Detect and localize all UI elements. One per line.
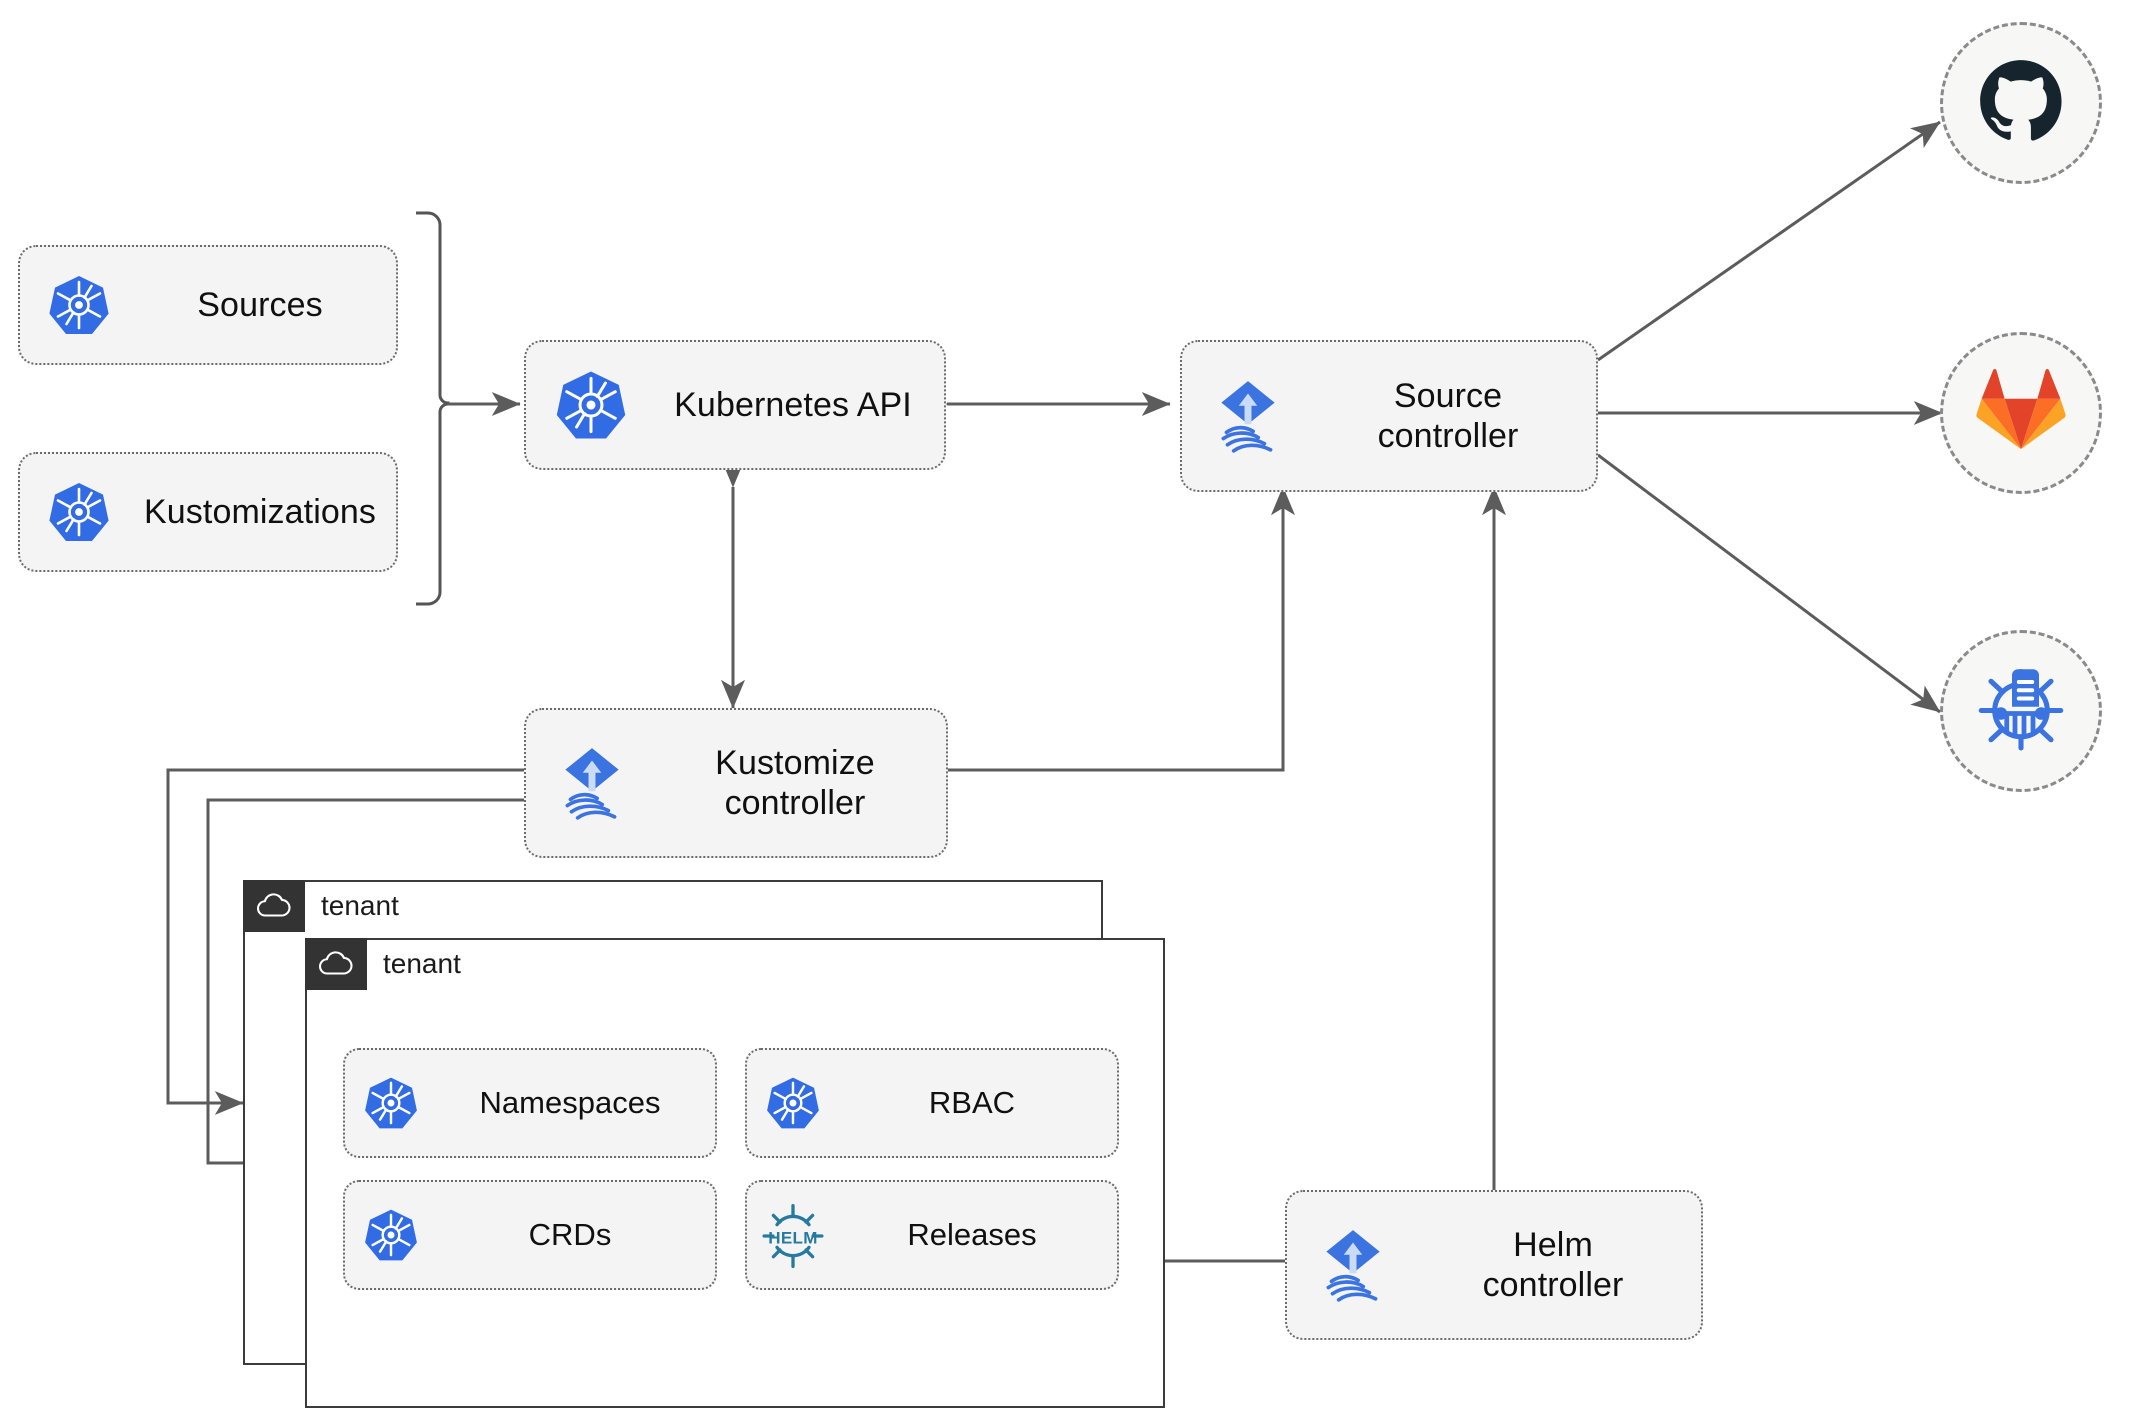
node-helm-controller[interactable]: Helm controller <box>1285 1190 1703 1340</box>
endpoint-helm-repository[interactable] <box>1940 630 2102 792</box>
github-icon <box>1975 55 2067 152</box>
flux-icon <box>1182 375 1314 457</box>
resource-crds[interactable]: CRDs <box>343 1180 717 1290</box>
resource-label: CRDs <box>528 1217 612 1252</box>
node-source-controller[interactable]: Source controller <box>1180 340 1598 492</box>
node-label: Kustomizations <box>144 492 376 531</box>
helm-repository-icon <box>1973 661 2069 762</box>
svg-text:HELM: HELM <box>768 1228 817 1247</box>
flux-icon <box>1287 1224 1419 1306</box>
edge-sourcectl-github <box>1597 120 1941 362</box>
endpoint-github[interactable] <box>1940 22 2102 184</box>
node-kustomizations[interactable]: Kustomizations <box>18 452 398 572</box>
kubernetes-icon <box>345 1075 437 1131</box>
node-label: Sources <box>197 285 323 324</box>
endpoint-gitlab[interactable] <box>1940 332 2102 494</box>
resource-label: Namespaces <box>479 1085 661 1120</box>
resource-rbac[interactable]: RBAC <box>745 1048 1119 1158</box>
node-kustomize-controller[interactable]: Kustomize controller <box>524 708 948 858</box>
tenant-resources-grid: Namespaces RBAC <box>343 1048 1119 1290</box>
tenant-container-front[interactable]: tenant Namespaces <box>304 937 1165 1408</box>
resource-label: RBAC <box>928 1085 1016 1120</box>
helm-icon: HELM <box>747 1202 839 1268</box>
kubernetes-icon <box>526 368 656 442</box>
tenant-label: tenant <box>383 947 461 979</box>
resource-releases[interactable]: HELM Releases <box>745 1180 1119 1290</box>
edge-kustomizectl-tenant1 <box>166 768 524 1116</box>
node-label: Kubernetes API <box>674 385 912 424</box>
kubernetes-icon <box>20 273 138 337</box>
node-label: Source controller <box>1377 376 1519 455</box>
kubernetes-icon <box>747 1075 839 1131</box>
resource-label: Releases <box>907 1217 1037 1252</box>
node-sources[interactable]: Sources <box>18 245 398 365</box>
cloud-icon <box>242 879 305 932</box>
node-label: Kustomize controller <box>715 743 875 822</box>
tenant-label: tenant <box>321 889 399 921</box>
node-kubernetes-api[interactable]: Kubernetes API <box>524 340 946 470</box>
edge-sources-bracket <box>416 211 450 606</box>
edge-sourcectl-helmrepo <box>1597 453 1941 714</box>
flux-icon <box>526 742 658 824</box>
node-label: Helm controller <box>1482 1225 1624 1304</box>
kubernetes-icon <box>345 1207 437 1263</box>
kubernetes-icon <box>20 480 138 544</box>
resource-namespaces[interactable]: Namespaces <box>343 1048 717 1158</box>
cloud-icon <box>304 937 367 990</box>
gitlab-icon <box>1975 365 2067 462</box>
edge-kustomizectl-sourcectl <box>947 486 1296 772</box>
